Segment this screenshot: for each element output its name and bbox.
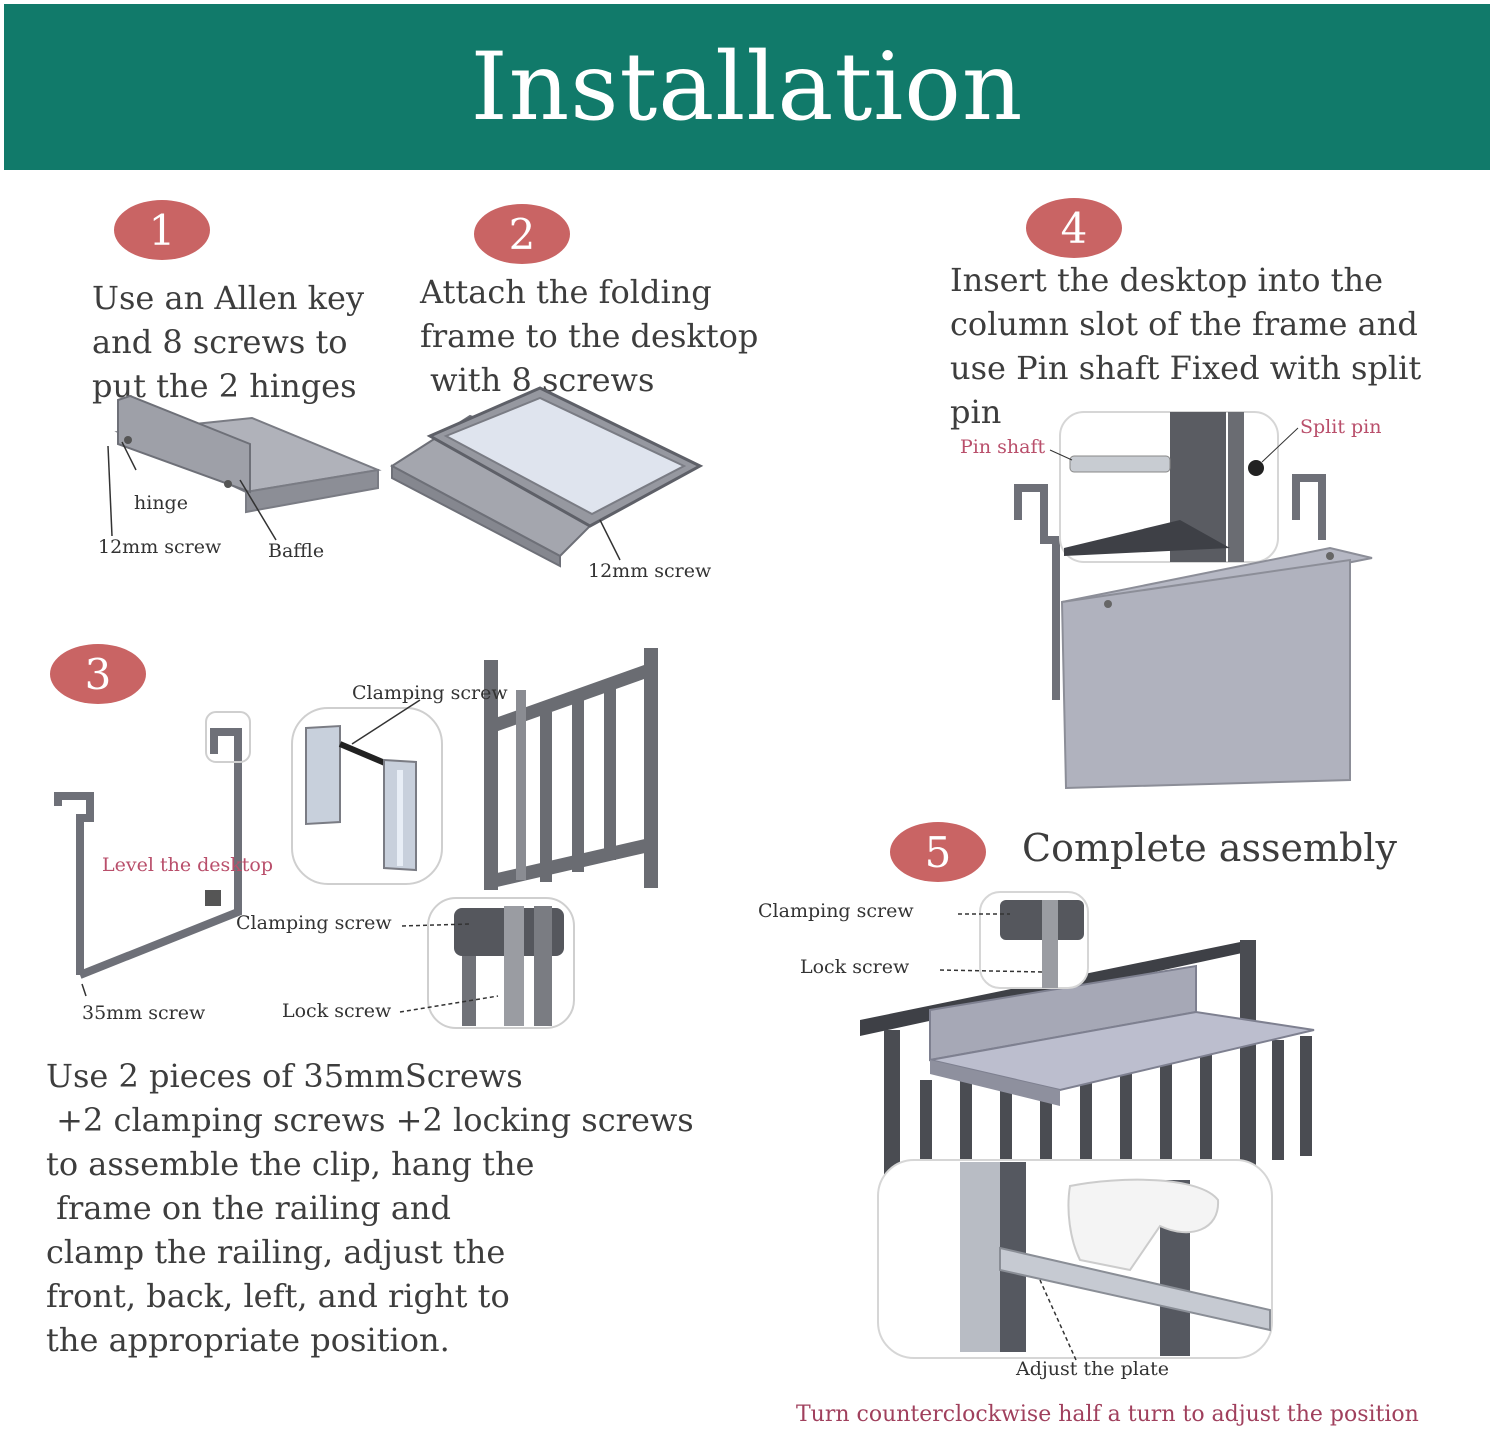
step-1-illustration	[107, 394, 382, 541]
step-5-lock-label: Lock screw	[800, 956, 910, 978]
step-3-text: Use 2 pieces of 35mmScrews +2 clamping s…	[46, 1057, 694, 1359]
step-2-badge: 2	[474, 204, 570, 264]
step-4-pin-shaft-label: Pin shaft	[960, 436, 1046, 458]
step-4-illustration	[1014, 411, 1373, 790]
step-5-heading: Complete assembly	[1022, 826, 1397, 870]
step-2-screw-label: 12mm screw	[588, 560, 712, 582]
step-4-badge: 4	[1026, 198, 1122, 258]
step-1-badge: 1	[114, 200, 210, 260]
step-1-text: Use an Allen key and 8 screws to put the…	[92, 279, 365, 405]
step-5-note: Turn counterclockwise half a turn to adj…	[796, 1402, 1419, 1427]
step-5-clamping-label: Clamping screw	[758, 900, 914, 922]
step-3-badge: 3	[50, 644, 146, 704]
step-1-baffle-label: Baffle	[268, 540, 325, 562]
step-4-text: Insert the desktop into the column slot …	[950, 261, 1422, 431]
page-title: Installation	[470, 32, 1024, 142]
step-3-lock-label: Lock screw	[282, 1000, 392, 1022]
step-1-screw-label: 12mm screw	[98, 536, 222, 558]
title-banner: Installation	[4, 4, 1490, 170]
step-3-35mm-label: 35mm screw	[82, 1002, 206, 1024]
step-3-illustration	[54, 648, 658, 1029]
step-1-hinge-label: hinge	[134, 492, 188, 514]
step-3-clamping-mid-label: Clamping screw	[236, 912, 392, 934]
step-5-badge: 5	[890, 822, 986, 882]
step-2-illustration	[390, 386, 704, 568]
step-2-text: Attach the folding frame to the desktop …	[420, 273, 759, 399]
step-3-level-label: Level the desktop	[102, 854, 274, 876]
step-5-illustration	[860, 891, 1315, 1361]
step-3-clamping-top-label: Clamping screw	[352, 682, 508, 704]
step-5-adjust-plate-label: Adjust the plate	[1016, 1358, 1170, 1380]
step-4-split-pin-label: Split pin	[1300, 416, 1382, 438]
